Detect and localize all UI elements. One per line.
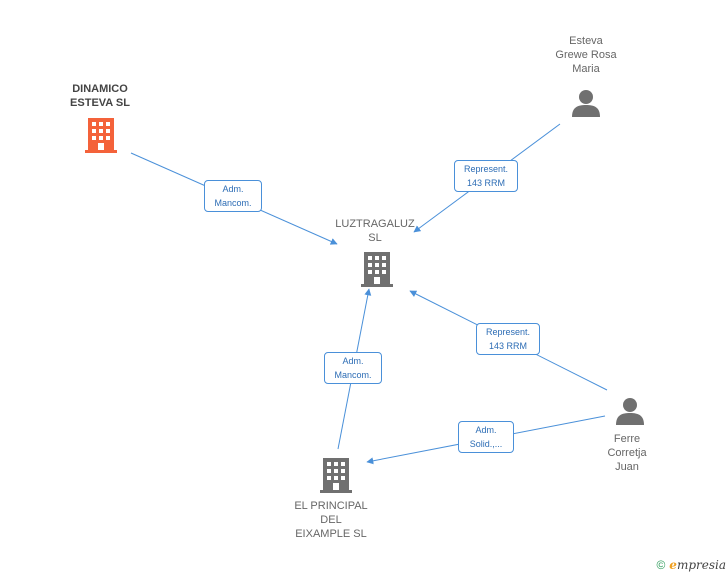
node-label-dinamico-esteva[interactable]: DINAMICO ESTEVA SL [45, 82, 155, 110]
building-icon[interactable] [361, 251, 393, 287]
building-icon[interactable] [85, 117, 117, 153]
edge-label-line: Adm. [475, 425, 497, 435]
person-icon[interactable] [571, 88, 601, 118]
label-line: Maria [572, 63, 600, 75]
edge-label-adm-mancom[interactable]: Adm. Mancom. [204, 180, 262, 212]
person-icon[interactable] [615, 396, 645, 426]
edge-label-represent[interactable]: Represent. 143 RRM [454, 160, 518, 192]
building-icon[interactable] [320, 457, 352, 493]
edge-label-adm-mancom[interactable]: Adm. Mancom. [324, 352, 382, 384]
edge-label-line: Represent. [463, 164, 509, 174]
node-label-luztragaluz[interactable]: LUZTRAGALUZ SL [320, 217, 430, 245]
label-line: Esteva [569, 35, 603, 47]
node-label-esteva[interactable]: Esteva Grewe Rosa Maria [531, 34, 641, 76]
empresia-logo: © empresia [656, 558, 726, 572]
label-line: ESTEVA SL [70, 97, 130, 109]
brand-name: empresia [669, 558, 726, 572]
edge-label-line: Mancom. [334, 370, 372, 380]
node-label-ferre[interactable]: Ferre Corretja Juan [572, 432, 682, 474]
label-line: DEL [320, 514, 342, 526]
brand-initial: e [669, 558, 677, 572]
brand-rest: mpresia [676, 558, 726, 572]
edge-label-represent[interactable]: Represent. 143 RRM [476, 323, 540, 355]
copyright-symbol: © [656, 558, 666, 572]
label-line: LUZTRAGALUZ [335, 218, 415, 230]
edge-label-line: Adm. [342, 356, 364, 366]
label-line: Ferre [613, 433, 641, 445]
label-line: EL PRINCIPAL [294, 500, 368, 512]
edge-label-line: Adm. [222, 184, 244, 194]
edge-label-line: Mancom. [214, 198, 252, 208]
edge-label-line: Solid.,... [469, 439, 503, 449]
edge-label-adm-solid[interactable]: Adm. Solid.,... [458, 421, 514, 453]
label-line: DINAMICO [72, 83, 128, 95]
edge-label-line: 143 RRM [466, 178, 505, 188]
label-line: Grewe Rosa [555, 49, 617, 61]
label-line: SL [368, 232, 382, 244]
node-label-el-principal[interactable]: EL PRINCIPAL DEL EIXAMPLE SL [276, 499, 386, 541]
label-line: EIXAMPLE SL [295, 528, 367, 540]
label-line: Juan [615, 461, 639, 473]
edge-label-line: Represent. [485, 327, 531, 337]
label-line: Corretja [607, 447, 647, 459]
edge-label-line: 143 RRM [488, 341, 527, 351]
